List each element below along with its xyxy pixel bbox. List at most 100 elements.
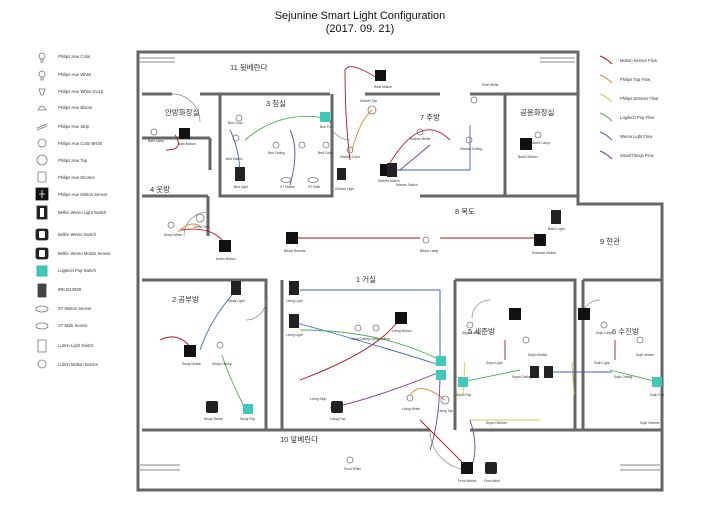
device-label: Kitchen Color bbox=[340, 155, 361, 159]
device-label: Sujin Dimmer bbox=[640, 421, 661, 425]
room-label: 3 침실 bbox=[266, 98, 286, 108]
motion-sensor-icon bbox=[509, 308, 521, 320]
motion-sensor-icon bbox=[35, 187, 49, 201]
flow-arrows bbox=[599, 55, 613, 160]
legend-label: Logitech Pop Switch bbox=[58, 268, 97, 273]
device-label: Kitchen Ceiling bbox=[460, 147, 482, 151]
spot-icon bbox=[38, 88, 46, 96]
bulb-icon bbox=[406, 394, 414, 402]
flow-arrow bbox=[599, 112, 613, 122]
device-label: Dress Tap bbox=[194, 225, 209, 229]
device-label: Blinds Lamp bbox=[420, 249, 438, 253]
tap-icon bbox=[367, 105, 377, 115]
room-label: 7 주방 bbox=[420, 112, 440, 122]
st-multi-icon bbox=[35, 322, 49, 330]
motion-sensor-icon bbox=[520, 138, 532, 150]
device-label: Living Light bbox=[286, 333, 303, 337]
light-switch-icon bbox=[36, 205, 48, 220]
bulb-icon bbox=[372, 324, 380, 332]
bulb-icon bbox=[167, 221, 175, 229]
device-label: Living White bbox=[402, 407, 420, 411]
light-switch-icon bbox=[551, 210, 561, 224]
bulb-icon bbox=[600, 321, 608, 329]
strip-icon bbox=[36, 123, 48, 131]
motion-sensor-icon bbox=[578, 308, 590, 320]
pop-flow-line bbox=[244, 115, 326, 141]
br30-icon bbox=[37, 138, 47, 148]
bulb-icon bbox=[232, 134, 240, 142]
light-switch-icon bbox=[387, 163, 397, 177]
legend-label: ST Motion Sensor bbox=[58, 306, 92, 311]
wemo-flow-line bbox=[393, 125, 471, 171]
device-label: Living Ceiling bbox=[370, 337, 390, 341]
device-label: Bed Color bbox=[228, 121, 244, 125]
legend-icons bbox=[35, 52, 49, 369]
bulb-icon bbox=[470, 96, 478, 104]
light-switch-icon bbox=[289, 281, 299, 295]
bulb-icon bbox=[522, 336, 530, 344]
bulb-icon bbox=[38, 52, 46, 63]
device-label: Study Switch bbox=[204, 417, 223, 421]
tap-icon bbox=[36, 154, 48, 166]
motion-sensor-icon bbox=[184, 345, 196, 357]
device-label: Bed Pop bbox=[320, 125, 333, 129]
room-label: 5 세준방 bbox=[468, 326, 495, 336]
light-switch-icon bbox=[231, 281, 241, 295]
tap-icon bbox=[440, 395, 450, 405]
wemo-switch-icon bbox=[35, 228, 49, 241]
device-label: Sejun Light bbox=[486, 361, 503, 365]
room-label: 1 거실 bbox=[356, 274, 376, 284]
wemo-flow-line bbox=[199, 289, 237, 351]
motion-flow-line bbox=[299, 317, 401, 381]
st-multi-icon bbox=[307, 177, 319, 183]
flow-arrow bbox=[599, 55, 613, 65]
device-label: Sejun Ceiling bbox=[512, 375, 532, 379]
device-label: Kitchen White bbox=[410, 137, 431, 141]
room-label: 8 복도 bbox=[455, 207, 475, 216]
device-label: Sejun Dimmer bbox=[486, 421, 508, 425]
br30-icon bbox=[422, 236, 430, 244]
pop-switch-icon bbox=[243, 404, 253, 414]
light-switch-icon bbox=[337, 168, 346, 180]
device-label: Bath2 Lamp bbox=[532, 141, 550, 145]
device-label: Sujin Pop bbox=[650, 393, 664, 397]
device-label: Front Motion bbox=[458, 479, 477, 483]
st-motion-icon bbox=[35, 305, 49, 313]
flow-arrow bbox=[599, 131, 613, 141]
device-label: Bath2 Light bbox=[548, 227, 565, 231]
flow-label: SmartThings Flow bbox=[620, 153, 655, 158]
legend-label: Philips Hue Tap bbox=[58, 158, 88, 163]
st-flow-line bbox=[399, 144, 431, 171]
wemo-switch-icon bbox=[331, 401, 343, 413]
legend-label: IRK-B4302B bbox=[58, 287, 81, 292]
lutron-motion-icon bbox=[37, 359, 47, 369]
pop-flow-line bbox=[299, 329, 441, 361]
device-legend: Philips Hue Color Philips Hue White Phil… bbox=[35, 52, 111, 369]
legend-label: Philips Hue Motion Sensor bbox=[58, 192, 108, 197]
wemo-switch-icon bbox=[206, 401, 218, 413]
room-label: 2 공부방 bbox=[172, 294, 199, 304]
pop-switch-icon bbox=[458, 377, 468, 387]
legend-labels: Philips Hue Color Philips Hue White Phil… bbox=[58, 54, 111, 367]
device-label: Front Multi bbox=[484, 479, 500, 483]
pop-flow-line bbox=[609, 369, 659, 383]
device-label: Living Strip bbox=[310, 397, 326, 401]
device-label: Sujin Light bbox=[594, 361, 609, 365]
bulb-icon bbox=[322, 141, 330, 149]
diagram-title: Sejunine Smart Light Configuration (2017… bbox=[220, 10, 500, 36]
device-label: Sujin Lamp bbox=[596, 331, 613, 335]
pop-switch-icon bbox=[436, 356, 446, 366]
device-label: Sejun Lamp bbox=[462, 331, 480, 335]
device-label: Living Tap bbox=[438, 409, 453, 413]
pop-switch-icon bbox=[36, 265, 48, 277]
walls bbox=[136, 50, 664, 492]
device-label: Rear White bbox=[482, 83, 499, 87]
st-motion-icon bbox=[280, 177, 292, 183]
tap-flow-line bbox=[351, 109, 373, 151]
flow-lines bbox=[159, 66, 659, 471]
motion-sensor-icon bbox=[534, 234, 546, 246]
room-label: 9 현관 bbox=[600, 236, 620, 246]
motion-sensor-icon bbox=[179, 128, 190, 139]
device-label: Bed Ceiling bbox=[268, 151, 285, 155]
legend-label: Philips Hue Bloom bbox=[58, 105, 93, 110]
